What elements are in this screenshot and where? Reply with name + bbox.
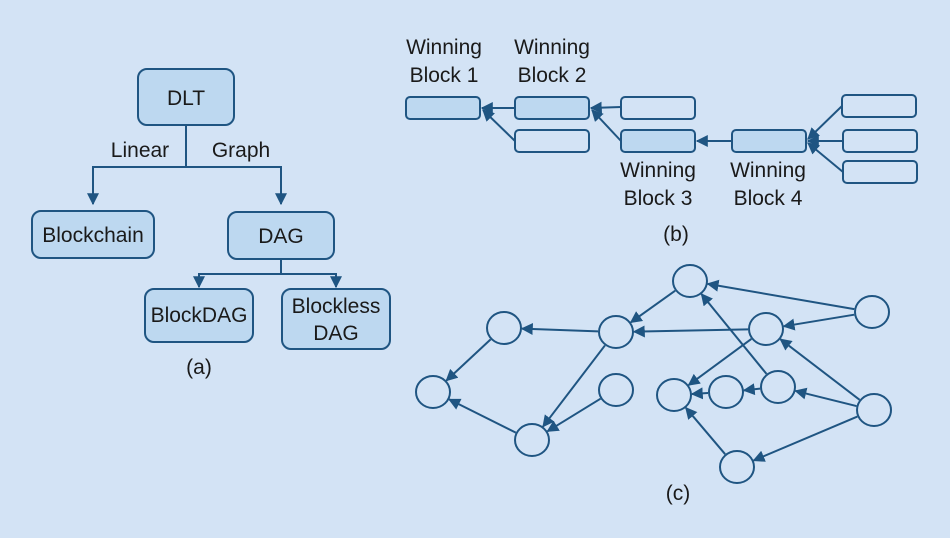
dag-node-n5	[598, 373, 634, 407]
edge-n5-n3	[546, 397, 602, 433]
panel-a-taxonomy: DLT Linear Graph Blockchain DAG BlockDAG…	[31, 68, 391, 379]
dag-node-n9	[748, 312, 784, 346]
panel-b-blockchain: Winning Block 1 Winning Block 2 Winning …	[405, 36, 918, 246]
node-blockchain-label: Blockchain	[42, 224, 144, 247]
edge-dag-blockless	[281, 273, 342, 289]
edge-n11-n9	[782, 313, 855, 331]
winning-block-2-label-line2: Block 2	[518, 64, 587, 87]
dag-node-n13	[719, 450, 755, 484]
dag-node-n2	[486, 311, 522, 345]
winning-block-3-label-line1: Winning	[620, 159, 696, 182]
winning-block-2-label-line1: Winning	[514, 36, 590, 59]
node-blockless-dag: Blockless DAG	[281, 288, 391, 350]
edge-o1-b1	[482, 109, 516, 142]
node-blockdag: BlockDAG	[144, 288, 254, 343]
edge-n11-n6	[706, 279, 855, 311]
dag-node-n10	[760, 370, 796, 404]
edge-n8-n7	[690, 387, 709, 400]
dag-node-n11	[854, 295, 890, 329]
dag-node-n6	[672, 264, 708, 298]
edge-n3-n1	[448, 398, 517, 434]
node-blockchain: Blockchain	[31, 210, 155, 259]
edge-n10-n8	[742, 383, 761, 396]
edge-dlt-blockchain	[87, 125, 187, 206]
node-dag-label: DAG	[258, 225, 304, 248]
winning-block-2	[514, 96, 590, 120]
orphan-block-3	[841, 94, 917, 118]
orphan-block-5	[842, 160, 918, 184]
winning-block-1-label-line1: Winning	[406, 36, 482, 59]
dag-node-n1	[415, 375, 451, 409]
edge-n12-n13	[752, 415, 858, 462]
edge-n9-n7	[687, 338, 752, 386]
orphan-block-2	[620, 96, 696, 120]
edge-n9-n4	[632, 325, 749, 338]
edge-o5-b4	[807, 142, 844, 173]
winning-block-1-label-line2: Block 1	[410, 64, 479, 87]
edge-label-linear: Linear	[111, 139, 169, 162]
caption-c: (c)	[666, 482, 691, 505]
dag-node-n12	[856, 393, 892, 427]
node-blockless-label-line1: Blockless	[292, 295, 381, 318]
dag-node-n4	[598, 315, 634, 349]
panel-c-blockless-dag	[415, 264, 892, 484]
winning-block-4-label-line2: Block 4	[734, 187, 803, 210]
edge-n12-n9	[779, 338, 861, 401]
edge-label-graph: Graph	[212, 139, 270, 162]
orphan-block-1	[514, 129, 590, 153]
edge-n12-n10	[794, 387, 857, 408]
edge-n13-n7	[685, 406, 726, 455]
winning-block-4	[731, 129, 807, 153]
edge-o2-b2	[589, 101, 622, 114]
winning-block-4-label-line1: Winning	[730, 159, 806, 182]
edge-n4-n3	[542, 344, 606, 428]
edge-n4-n2	[520, 323, 599, 335]
edge-n2-n1	[445, 338, 492, 382]
dag-node-n8	[708, 375, 744, 409]
node-blockdag-label: BlockDAG	[151, 304, 248, 327]
edge-dlt-dag	[186, 166, 287, 206]
edge-n6-n4	[629, 289, 676, 324]
edge-o3-b4	[807, 105, 843, 140]
node-dlt-label: DLT	[167, 87, 205, 110]
winning-block-1	[405, 96, 481, 120]
winning-block-3-label-line2: Block 3	[624, 187, 693, 210]
node-blockless-label-line2: DAG	[313, 322, 359, 345]
winning-block-3	[620, 129, 696, 153]
edge-n10-n6	[700, 293, 768, 375]
dag-node-n3	[514, 423, 550, 457]
node-dlt: DLT	[137, 68, 235, 126]
dag-node-n7	[656, 378, 692, 412]
edge-b3-b2	[591, 109, 622, 142]
edge-dag-blockdag	[193, 259, 282, 289]
caption-a: (a)	[186, 356, 212, 379]
node-dag: DAG	[227, 211, 335, 260]
orphan-block-4	[842, 129, 918, 153]
caption-b: (b)	[663, 223, 689, 246]
